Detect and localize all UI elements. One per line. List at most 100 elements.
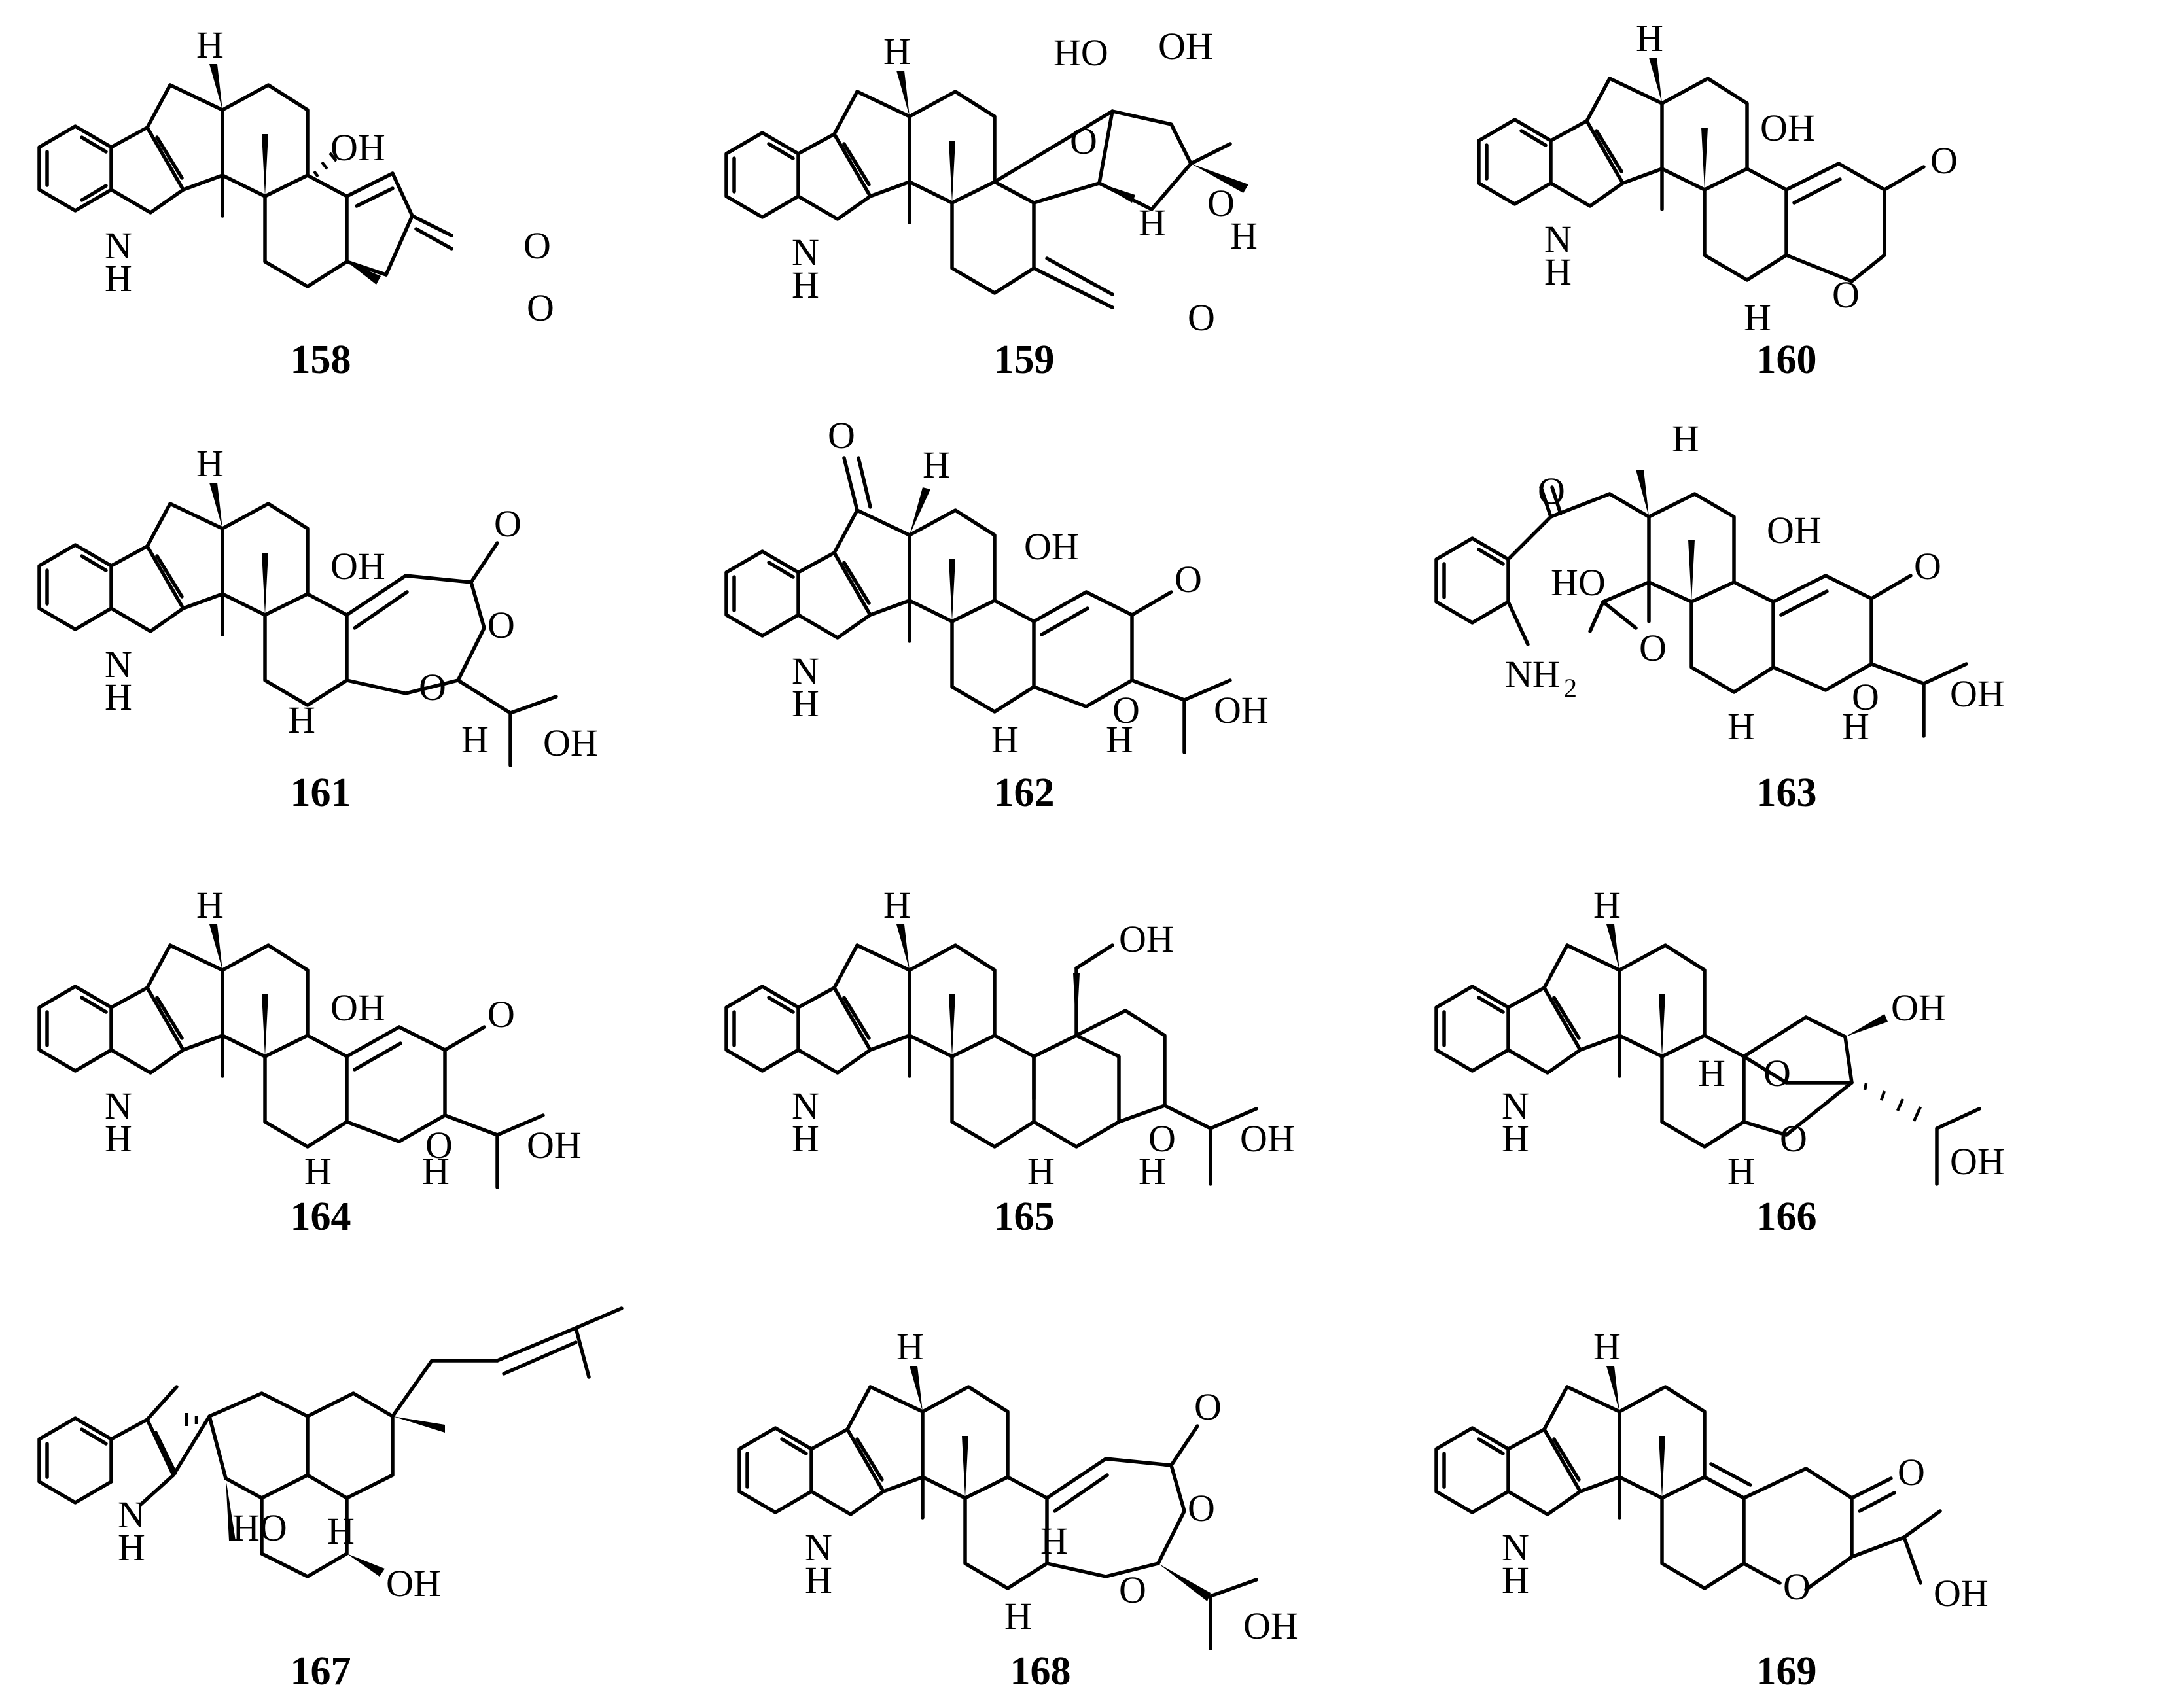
- compound-label-169: 169: [1756, 1649, 1817, 1694]
- atom-label: H: [1593, 884, 1621, 926]
- compound-label-162: 162: [994, 771, 1055, 815]
- compound-label-158: 158: [291, 338, 351, 382]
- atom-label: OH: [1950, 1140, 2005, 1183]
- atom-label: H: [196, 24, 224, 66]
- atom-label: N: [805, 1526, 832, 1569]
- compound-label-160: 160: [1756, 338, 1817, 382]
- atom-label: H: [1040, 1520, 1068, 1562]
- atom-label: H: [792, 682, 819, 725]
- atom-label: OH: [1891, 986, 1946, 1029]
- atom-label: N: [118, 1493, 145, 1536]
- atom-label: O: [1930, 139, 1958, 182]
- atom-label: H: [1004, 1595, 1032, 1637]
- atom-label: O: [828, 414, 855, 457]
- atom-label: O: [1175, 558, 1202, 601]
- atom-label: H: [1672, 417, 1699, 460]
- atom-label: OH: [1119, 918, 1174, 960]
- atom-label: O: [1783, 1565, 1811, 1608]
- atom-label: N: [792, 650, 819, 692]
- atom-label: H: [1727, 705, 1755, 748]
- atom-label: H: [792, 1117, 819, 1160]
- atom-label: H: [288, 699, 315, 741]
- compound-label-163: 163: [1756, 771, 1817, 815]
- atom-label: H: [196, 884, 224, 926]
- atom-label: OH: [1243, 1605, 1298, 1647]
- atom-label: H: [1727, 1150, 1755, 1193]
- atom-label: H: [105, 257, 132, 300]
- compound-label-166: 166: [1756, 1194, 1817, 1239]
- atom-label: OH: [386, 1562, 441, 1605]
- atom-label: H: [196, 442, 224, 485]
- atom-label: H: [118, 1526, 145, 1569]
- atom-label: 2: [1564, 673, 1577, 703]
- atom-label: OH: [1240, 1117, 1295, 1160]
- compound-label-161: 161: [291, 771, 351, 815]
- atom-label: O: [1639, 627, 1667, 669]
- atom-label: O: [1119, 1569, 1146, 1611]
- atom-label: OH: [527, 1124, 582, 1166]
- atom-label: OH: [1024, 525, 1079, 568]
- atom-label: N: [105, 1085, 132, 1127]
- atom-label: HO: [232, 1507, 287, 1549]
- structure-160: H OH O N H O H 160: [1477, 17, 1958, 382]
- atom-label: O: [1763, 1052, 1791, 1094]
- atom-label: OH: [1934, 1572, 1989, 1614]
- compound-label-165: 165: [994, 1194, 1055, 1239]
- atom-label: H: [1544, 251, 1572, 293]
- structure-161: H OH O O N H O H H OH 161: [37, 442, 598, 815]
- atom-label: O: [419, 666, 446, 708]
- atom-label: O: [494, 502, 522, 545]
- atom-label: H: [1139, 201, 1166, 244]
- atom-label: H: [1502, 1117, 1529, 1160]
- structure-162: O H OH O N H O H H OH 162: [724, 414, 1269, 815]
- atom-label: H: [1698, 1052, 1725, 1094]
- atom-label: N: [105, 643, 132, 686]
- atom-label: O: [1194, 1386, 1222, 1428]
- atom-label: H: [1593, 1325, 1621, 1368]
- atom-label: H: [792, 264, 819, 306]
- atom-label: O: [1112, 689, 1140, 731]
- atom-label: H: [896, 1325, 924, 1368]
- atom-label: OH: [1760, 107, 1815, 149]
- atom-label: H: [1106, 718, 1133, 761]
- atom-label: H: [1139, 1150, 1166, 1193]
- atom-label: OH: [330, 986, 385, 1029]
- atom-label: H: [105, 676, 132, 718]
- atom-label: O: [1188, 296, 1215, 339]
- atom-label: H: [883, 30, 911, 73]
- atom-label: OH: [543, 722, 598, 764]
- atom-label: H: [105, 1117, 132, 1160]
- atom-label: H: [461, 718, 489, 761]
- atom-label: N: [792, 1085, 819, 1127]
- atom-label: NH: [1505, 653, 1560, 695]
- atom-label: H: [991, 718, 1019, 761]
- atom-label: N: [1502, 1526, 1529, 1569]
- atom-label: H: [1842, 705, 1869, 748]
- structure-164: H OH O N H O H H OH 164: [37, 884, 582, 1239]
- structure-166: H OH O N H H O H OH 166: [1434, 884, 2005, 1239]
- atom-label: H: [1230, 215, 1258, 257]
- atom-label: HO: [1053, 31, 1108, 74]
- atom-label: O: [1832, 273, 1860, 316]
- atom-label: N: [1544, 218, 1572, 260]
- structure-169: H O N H O OH 169: [1434, 1325, 1989, 1694]
- atom-label: N: [1502, 1085, 1529, 1127]
- atom-label: N: [105, 224, 132, 267]
- atom-label: O: [1148, 1117, 1176, 1160]
- atom-label: N: [792, 231, 819, 273]
- atom-label: O: [1188, 1487, 1215, 1529]
- compound-label-159: 159: [994, 338, 1055, 382]
- atom-label: H: [1502, 1559, 1529, 1601]
- atom-label: OH: [330, 545, 385, 587]
- atom-label: O: [1070, 120, 1097, 162]
- atom-label: H: [1636, 17, 1663, 60]
- atom-label: OH: [330, 126, 385, 169]
- structure-158: H OH N H O O 158: [37, 24, 554, 382]
- atom-label: O: [487, 604, 515, 646]
- atom-label: O: [1852, 676, 1879, 718]
- structure-167: N H HO H OH 167: [37, 1306, 624, 1694]
- atom-label: O: [1207, 182, 1235, 224]
- atom-label: OH: [1214, 689, 1269, 731]
- atom-label: OH: [1767, 509, 1822, 551]
